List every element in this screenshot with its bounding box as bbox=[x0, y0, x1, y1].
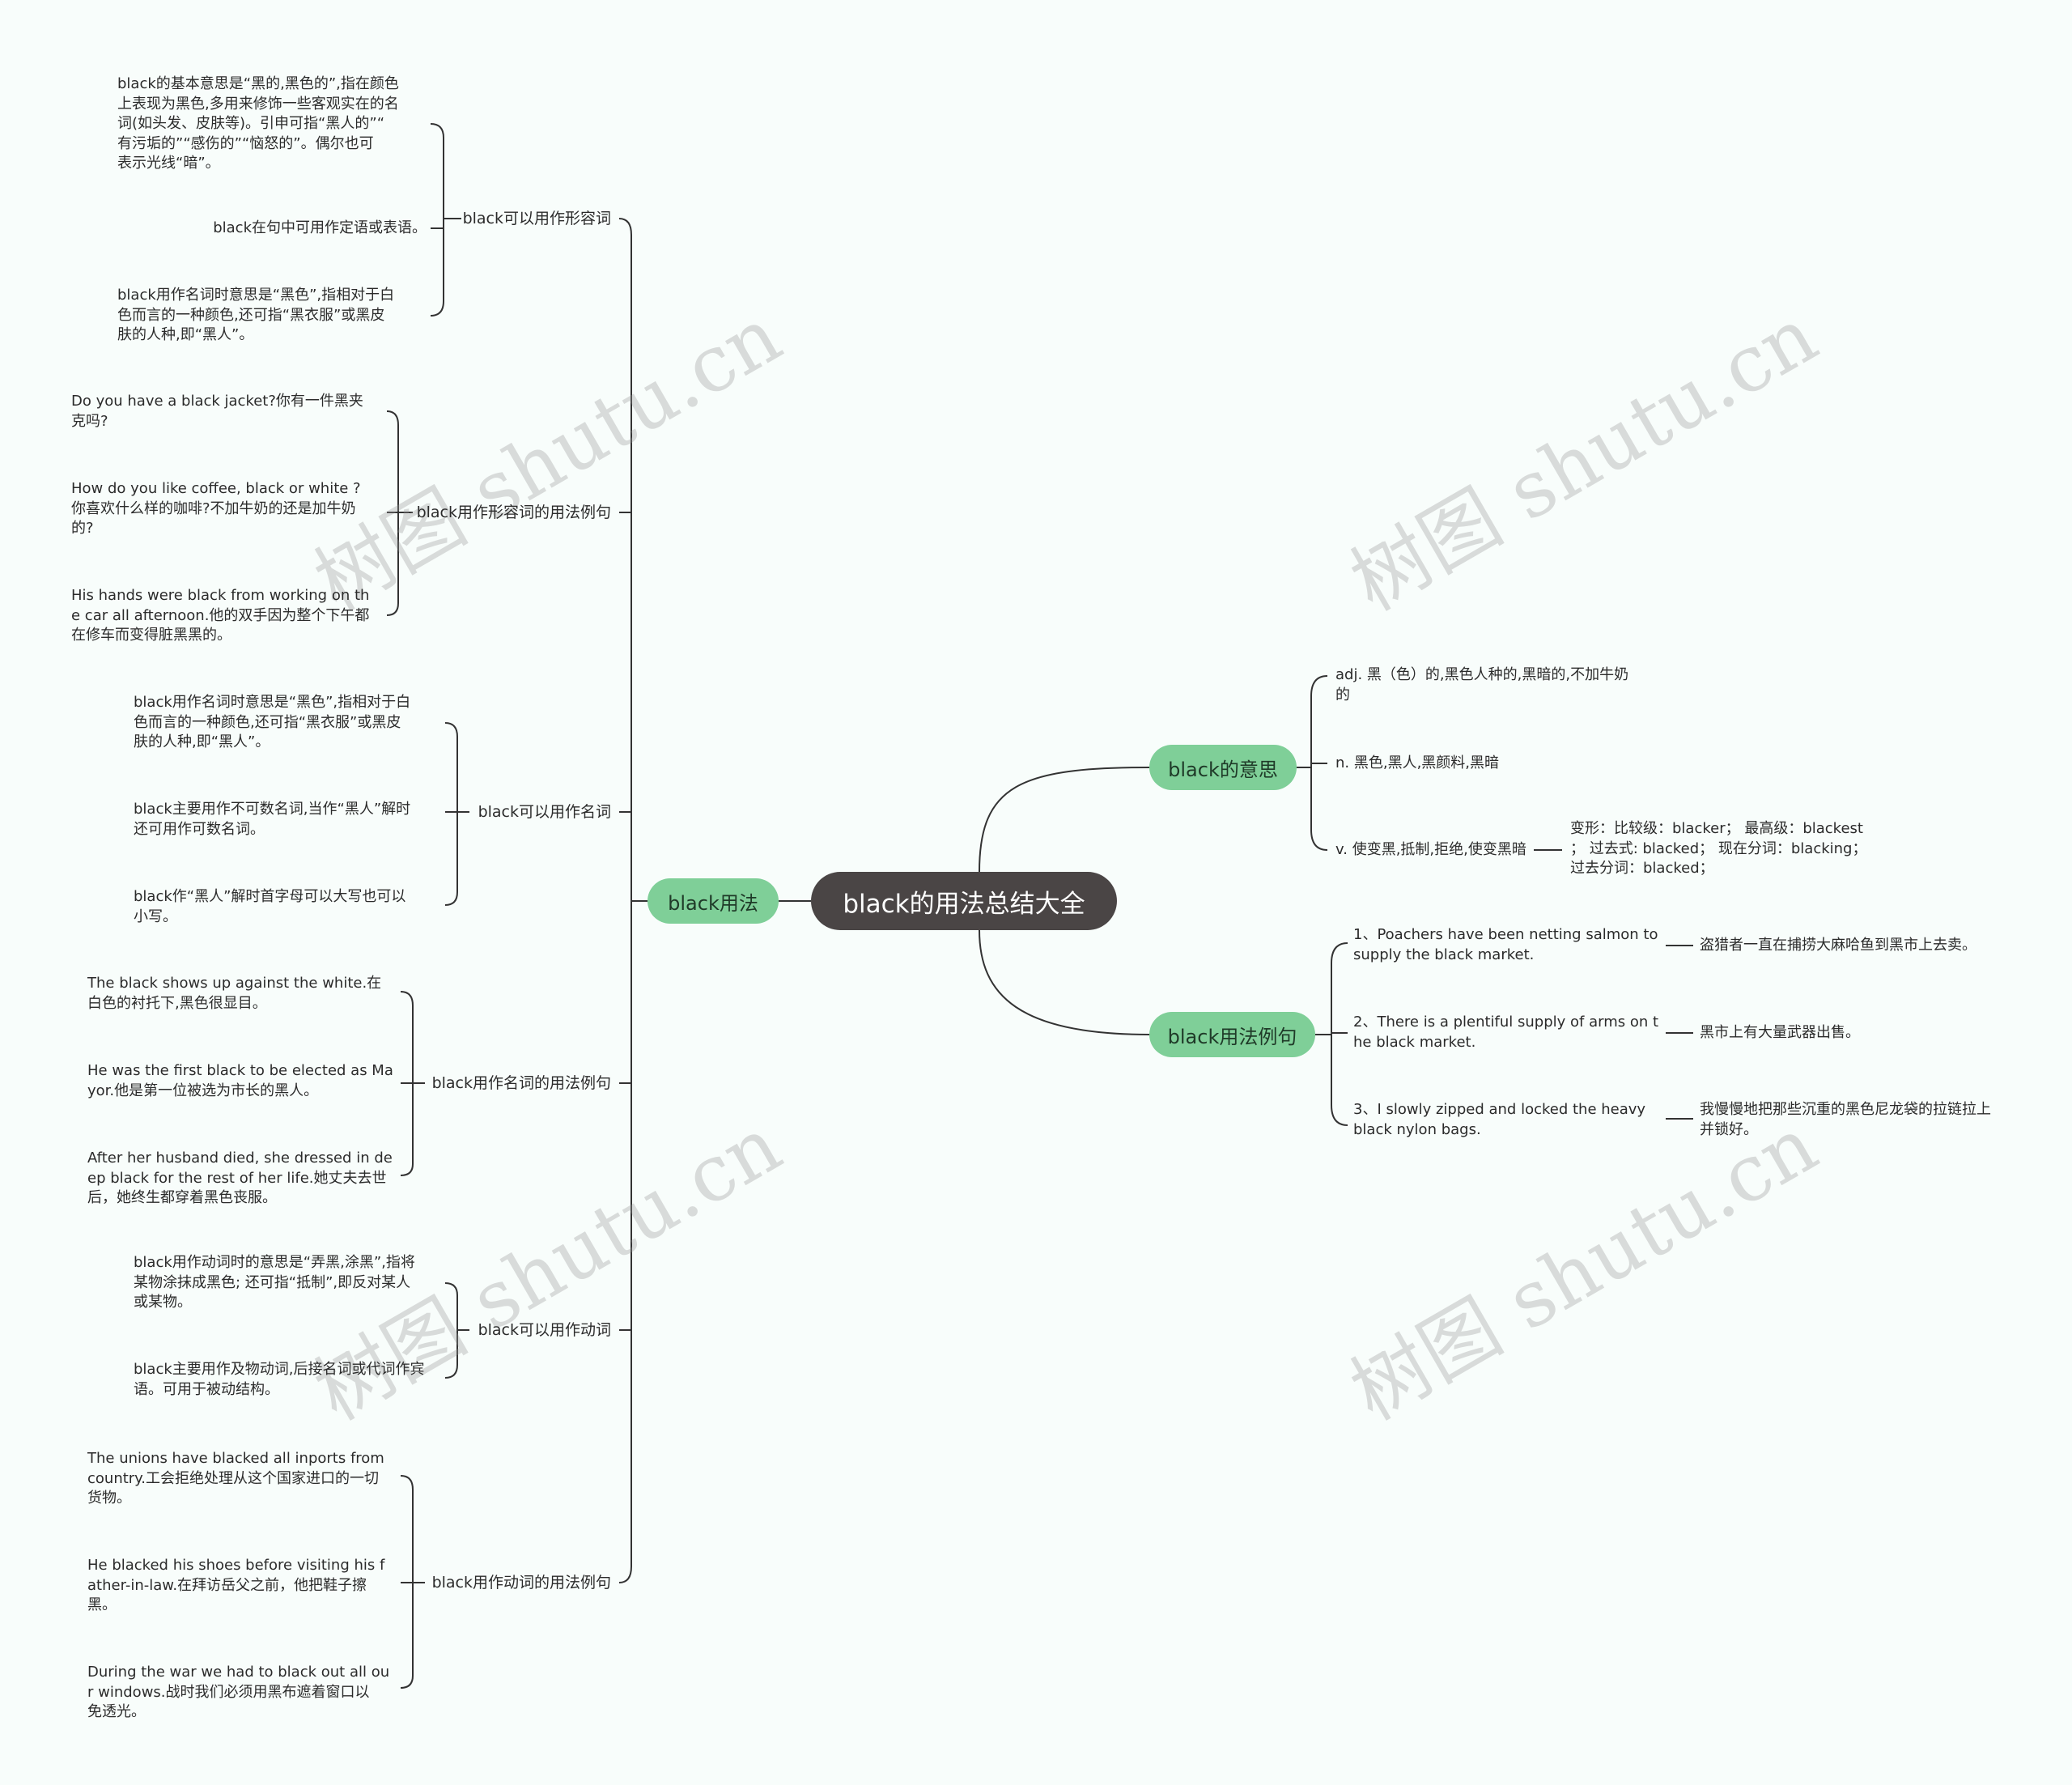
usage-noun-example-2[interactable]: He was the first black to be elected as … bbox=[87, 1062, 393, 1099]
usage-noun-item-2[interactable]: black主要用作不可数名词,当作“黑人”解时 还可用作可数名词。 bbox=[134, 801, 411, 838]
usage-noun-item-1[interactable]: black用作名词时意思是“黑色”,指相对于白 色而言的一种颜色,还可指“黑衣服… bbox=[134, 694, 411, 750]
usage-verb-examples-label[interactable]: black用作动词的用法例句 bbox=[431, 1574, 611, 1592]
usage-adj-item-2[interactable]: black在句中可用作定语或表语。 bbox=[213, 219, 427, 236]
example-sentence-en-1[interactable]: 1、Poachers have been netting salmon to s… bbox=[1353, 926, 1658, 963]
usage-verb-label[interactable]: black可以用作动词 bbox=[478, 1321, 611, 1339]
usage-verb-item-1[interactable]: black用作动词时的意思是“弄黑,涂黑”,指将 某物涂抹成黑色; 还可指“抵制… bbox=[134, 1254, 415, 1311]
usage-verb-item-2[interactable]: black主要用作及物动词,后接名词或代词作宾 语。可用于被动结构。 bbox=[134, 1361, 425, 1398]
usage-verb-example-2[interactable]: He blacked his shoes before visiting his… bbox=[87, 1557, 385, 1613]
example-sentence-zh-1[interactable]: 盗猎者一直在捕捞大麻哈鱼到黑市上去卖。 bbox=[1700, 937, 1976, 954]
usage-verb-example-3[interactable]: During the war we had to black out all o… bbox=[87, 1664, 390, 1720]
usage-adj-label[interactable]: black可以用作形容词 bbox=[462, 210, 611, 227]
usage-noun-example-3[interactable]: After her husband died, she dressed in d… bbox=[87, 1150, 393, 1206]
meaning-noun[interactable]: n. 黑色,黑人,黑颜料,黑暗 bbox=[1335, 754, 1500, 771]
usage-noun-example-1[interactable]: The black shows up against the white.在 白… bbox=[87, 975, 382, 1012]
example-sentence-en-3[interactable]: 3、I slowly zipped and locked the heavy b… bbox=[1353, 1101, 1646, 1138]
usage-verb-example-1[interactable]: The unions have blacked all inports from… bbox=[87, 1450, 384, 1507]
usage-adj-example-2[interactable]: How do you like coffee, black or white ?… bbox=[71, 480, 361, 537]
branch-examples[interactable]: black用法例句 bbox=[1149, 1012, 1315, 1057]
branch-usage[interactable]: black用法 bbox=[648, 878, 779, 924]
example-sentence-en-2[interactable]: 2、There is a plentiful supply of arms on… bbox=[1353, 1014, 1659, 1051]
usage-noun-examples-label[interactable]: black用作名词的用法例句 bbox=[431, 1074, 611, 1092]
usage-noun-label[interactable]: black可以用作名词 bbox=[478, 803, 611, 821]
meaning-verb-forms[interactable]: 变形：比较级：blacker； 最高级：blackest ； 过去式: blac… bbox=[1570, 820, 1867, 877]
usage-adj-item-1[interactable]: black的基本意思是“黑的,黑色的”,指在颜色 上表现为黑色,多用来修饰一些客… bbox=[117, 75, 399, 172]
example-sentence-zh-3[interactable]: 我慢慢地把那些沉重的黑色尼龙袋的拉链拉上 并锁好。 bbox=[1700, 1101, 1991, 1138]
usage-adj-item-3[interactable]: black用作名词时意思是“黑色”,指相对于白 色而言的一种颜色,还可指“黑衣服… bbox=[117, 287, 395, 343]
root-node[interactable]: black的用法总结大全 bbox=[811, 872, 1117, 930]
example-sentence-zh-2[interactable]: 黑市上有大量武器出售。 bbox=[1700, 1024, 1860, 1041]
usage-noun-item-3[interactable]: black作“黑人”解时首字母可以大写也可以 小写。 bbox=[134, 888, 406, 925]
usage-adj-example-1[interactable]: Do you have a black jacket?你有一件黑夹 克吗? bbox=[71, 393, 363, 430]
meaning-verb[interactable]: v. 使变黑,抵制,拒绝,使变黑暗 bbox=[1335, 841, 1526, 858]
usage-adj-examples-label[interactable]: black用作形容词的用法例句 bbox=[416, 504, 611, 521]
meaning-adj[interactable]: adj. 黑（色）的,黑色人种的,黑暗的,不加牛奶 的 bbox=[1335, 666, 1629, 703]
branch-meaning[interactable]: black的意思 bbox=[1149, 745, 1297, 790]
usage-adj-example-3[interactable]: His hands were black from working on th … bbox=[71, 587, 370, 644]
